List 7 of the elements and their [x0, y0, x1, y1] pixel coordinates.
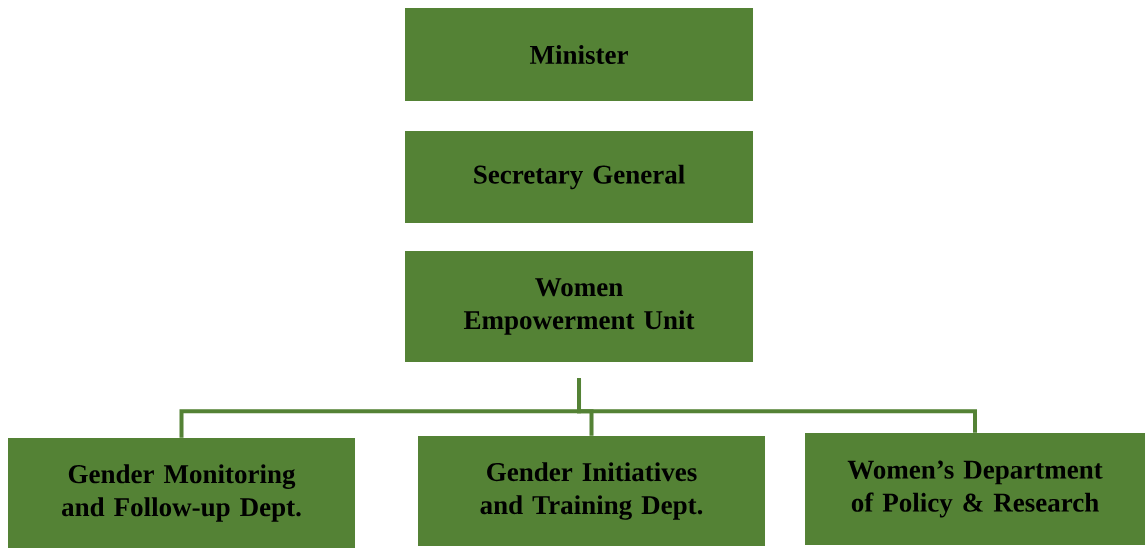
org-box: Women Empowerment Unit	[405, 251, 753, 362]
org-box: Minister	[405, 8, 753, 101]
org-box: Women’s Department of Policy & Research	[805, 433, 1145, 545]
connector-line	[577, 378, 977, 433]
org-box: Gender Monitoring and Follow-up Dept.	[8, 438, 355, 548]
org-box: Gender Initiatives and Training Dept.	[418, 436, 765, 546]
org-box: Secretary General	[405, 131, 753, 223]
